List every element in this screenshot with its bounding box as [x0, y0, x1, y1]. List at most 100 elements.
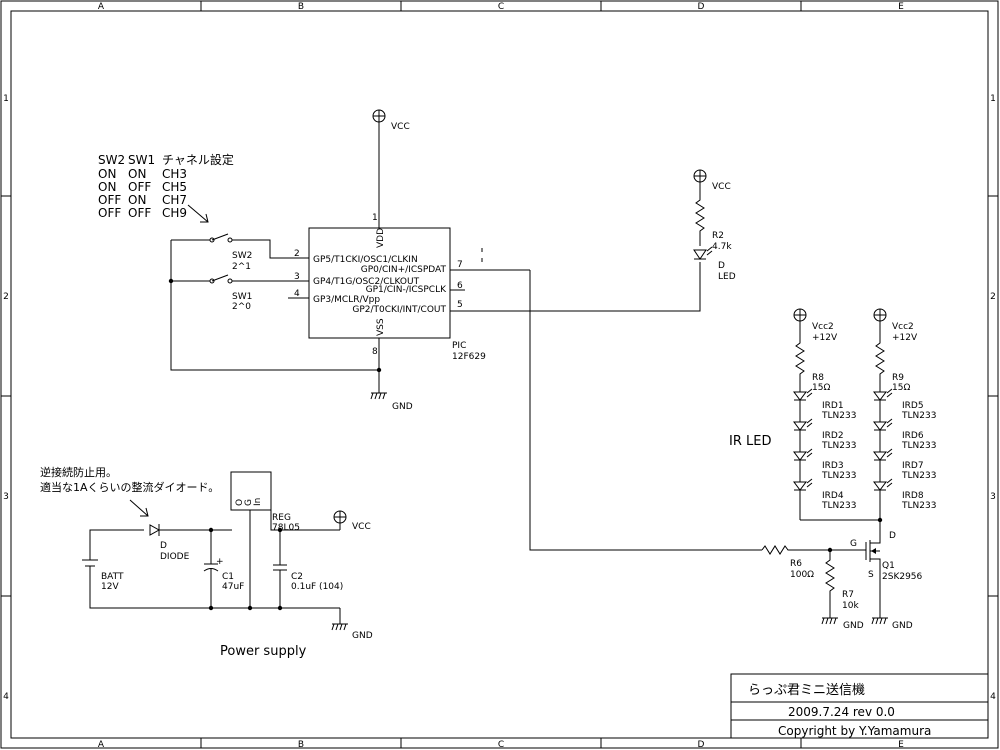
- pic-pin-vdd-number: 1: [372, 213, 378, 223]
- battery-batt: BATT 12V: [82, 529, 340, 609]
- c2-name: C2: [291, 572, 303, 582]
- ir-led: [873, 388, 893, 401]
- pic-pin-vss-number: 8: [372, 347, 378, 357]
- frame-row-labels: 1 2 3 4 1 2 3 4: [3, 94, 996, 702]
- ir-led: [793, 388, 813, 401]
- table-cell: OFF: [98, 206, 121, 220]
- q1-source-label: S: [868, 570, 874, 580]
- pic-output-wires: [450, 248, 701, 312]
- vcc-symbol: VCC: [372, 109, 410, 132]
- pic-pin-label: GP3/MCLR/Vpp: [313, 295, 380, 305]
- vcc2-voltage: +12V: [892, 333, 918, 343]
- power-supply-label: Power supply: [220, 644, 307, 659]
- col-label-bottom: E: [898, 740, 904, 750]
- reg-pin-label: O: [235, 499, 245, 506]
- gnd-label: GND: [892, 621, 913, 631]
- row-label-right: 2: [990, 292, 996, 302]
- table-cell: ON: [98, 180, 116, 194]
- table-cell: CH3: [162, 167, 187, 181]
- led-d: D LED: [693, 246, 736, 282]
- switch-sw1: SW1 2^0: [171, 274, 309, 312]
- c1-name: C1: [222, 572, 234, 582]
- led-name: D: [718, 261, 725, 271]
- ird-name: IRD6: [902, 431, 924, 441]
- pic-pin-label: GP1/CIN-/ICSPCLK: [366, 285, 447, 295]
- col-label-bottom: C: [498, 740, 504, 750]
- resistor-r2: R2 4.7k: [695, 182, 732, 252]
- capacitor-c2: C2 0.1uF (104): [273, 527, 343, 611]
- row-label-right: 4: [990, 692, 996, 702]
- ir-led-join-wire: [800, 517, 883, 523]
- ird-part: TLN233: [821, 441, 856, 451]
- diode-note-line: 逆接続防止用。: [40, 465, 117, 479]
- q1-name: Q1: [882, 561, 895, 571]
- pic-12f629: 1 8 VDD VSS GP5/T1CKI/OSC1/CLKIN GP4/T1G…: [294, 122, 486, 393]
- row-label-left: 4: [3, 692, 9, 702]
- c2-value: 0.1uF (104): [291, 582, 343, 592]
- pic-part: 12F629: [452, 352, 486, 362]
- r2-value: 4.7k: [712, 242, 732, 252]
- vcc2-label: Vcc2: [812, 322, 834, 332]
- copyright: Copyright by Y.Yamamura: [778, 724, 931, 738]
- col-label-top: E: [898, 2, 904, 12]
- mosfet-q1: G D S Q1 2SK2956: [850, 520, 923, 618]
- ird-part: TLN233: [901, 471, 936, 481]
- diode-name: D: [160, 541, 167, 551]
- table-cell: CH9: [162, 206, 187, 220]
- vcc-label: VCC: [391, 122, 410, 132]
- resistor-r6: R6 100Ω: [761, 545, 866, 580]
- q1-gate-label: G: [850, 539, 857, 549]
- gnd-label: GND: [843, 621, 864, 631]
- vcc2-symbol-left: Vcc2 +12V: [793, 308, 838, 343]
- r2-name: R2: [712, 231, 724, 241]
- pic-vss-label: VSS: [376, 318, 386, 336]
- regulator-78l05: O G In REG 78L05: [230, 471, 340, 611]
- r6-value: 100Ω: [790, 570, 814, 580]
- ir-led: [793, 448, 813, 461]
- ird-part: TLN233: [901, 501, 936, 511]
- capacitor-c1: + C1 47uF: [203, 527, 244, 611]
- col-label-bottom: A: [98, 740, 105, 750]
- r8-value: 15Ω: [812, 383, 830, 393]
- vcc-label: VCC: [712, 182, 731, 192]
- diode-value: DIODE: [160, 552, 190, 562]
- title-text: らっぷ君ミニ送信機: [748, 683, 865, 698]
- pic-pin-number: 4: [294, 289, 300, 299]
- gnd-label: GND: [352, 631, 373, 641]
- ird-name: IRD4: [822, 491, 844, 501]
- col-label-bottom: D: [698, 740, 705, 750]
- ground-symbol: GND: [821, 617, 864, 631]
- row-label-right: 1: [990, 94, 996, 104]
- col-label-top: A: [98, 2, 105, 12]
- resistor-r9: R9 15Ω: [875, 321, 910, 393]
- r6-name: R6: [790, 559, 802, 569]
- ground-symbol: GND: [331, 608, 373, 641]
- sw2-name: SW2: [232, 251, 252, 261]
- reg-pin-label: In: [253, 498, 263, 506]
- ird-part: TLN233: [821, 411, 856, 421]
- table-header-sw1: SW1: [128, 153, 155, 167]
- frame-column-labels: A B C D E A B C D E: [98, 2, 904, 750]
- diode-note-arrow: [129, 499, 149, 517]
- table-header-sw2: SW2: [98, 153, 125, 167]
- table-cell: ON: [98, 167, 116, 181]
- pic-name: PIC: [452, 341, 466, 351]
- ird-part: TLN233: [821, 471, 856, 481]
- c1-plus: +: [216, 557, 224, 567]
- ir-led-column-right: IRD5 TLN233 IRD6 TLN233 IRD7 TLN233 IRD8…: [873, 388, 936, 543]
- gate-wire: [529, 270, 762, 551]
- q1-drain-label: D: [889, 531, 896, 541]
- pic-pin-label: GP5/T1CKI/OSC1/CLKIN: [313, 255, 418, 265]
- pic-pin-label: GP4/T1G/OSC2/CLKOUT: [313, 277, 420, 287]
- r7-name: R7: [842, 590, 854, 600]
- ir-led: [793, 478, 813, 491]
- ir-led: [873, 448, 893, 461]
- table-cell: ON: [128, 193, 146, 207]
- ird-name: IRD3: [822, 461, 844, 471]
- sw1-name: SW1: [232, 292, 252, 302]
- col-label-top: D: [698, 2, 705, 12]
- row-label-right: 3: [990, 492, 996, 502]
- table-pointer-arrow: [187, 204, 209, 223]
- q1-part: 2SK2956: [882, 572, 923, 582]
- r9-value: 15Ω: [892, 383, 910, 393]
